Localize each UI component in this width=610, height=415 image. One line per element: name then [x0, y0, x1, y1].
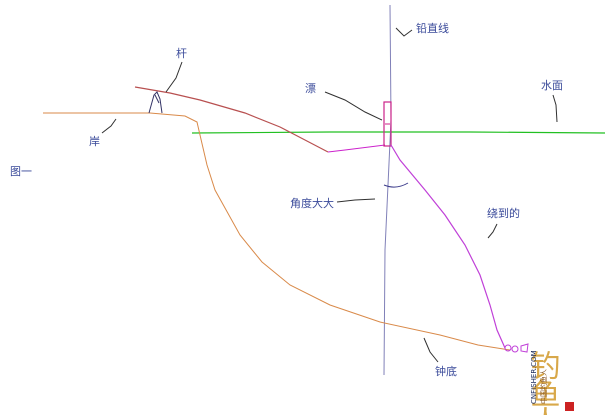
- rod-holder: [148, 91, 163, 114]
- angle-arc: [383, 182, 409, 188]
- label-bottom: 钟底: [435, 364, 457, 378]
- label-vertical-line: 铅直线: [416, 21, 449, 35]
- leader-bank: [101, 118, 117, 134]
- label-angle: 角度大大: [290, 196, 334, 210]
- label-rod: 杆: [176, 46, 187, 60]
- leader-bottom: [423, 337, 439, 363]
- label-bank: 岸: [89, 135, 100, 148]
- watermark-seal: [565, 402, 574, 411]
- watermark-big-chars: 钓鱼人: [525, 350, 560, 415]
- label-float: 漂: [305, 82, 316, 95]
- leader-float: [324, 91, 383, 121]
- vertical-plumb-line: [383, 4, 392, 376]
- fishing-rod: [134, 86, 329, 153]
- label-figure: 图一: [10, 165, 32, 178]
- float: [383, 101, 392, 147]
- leader-slack: [487, 223, 498, 239]
- leader-vertical: [395, 27, 413, 37]
- slack-line: [390, 144, 506, 349]
- leader-angle: [336, 198, 376, 203]
- hook-bait: [504, 343, 529, 353]
- label-slack-line: 绕到的: [487, 206, 520, 220]
- bank-profile: [43, 112, 511, 351]
- water-surface-line: [191, 131, 606, 134]
- main-line: [327, 144, 386, 153]
- label-water-surface: 水面: [541, 79, 563, 92]
- watermark-logo: 钓鱼人 CNFISHER.COM 中国钓鱼人: [525, 350, 574, 415]
- watermark-site: CNFISHER.COM: [530, 350, 538, 404]
- leader-rod: [165, 61, 183, 93]
- watermark-slogan: 中国钓鱼人: [539, 369, 548, 404]
- leader-water: [552, 94, 558, 123]
